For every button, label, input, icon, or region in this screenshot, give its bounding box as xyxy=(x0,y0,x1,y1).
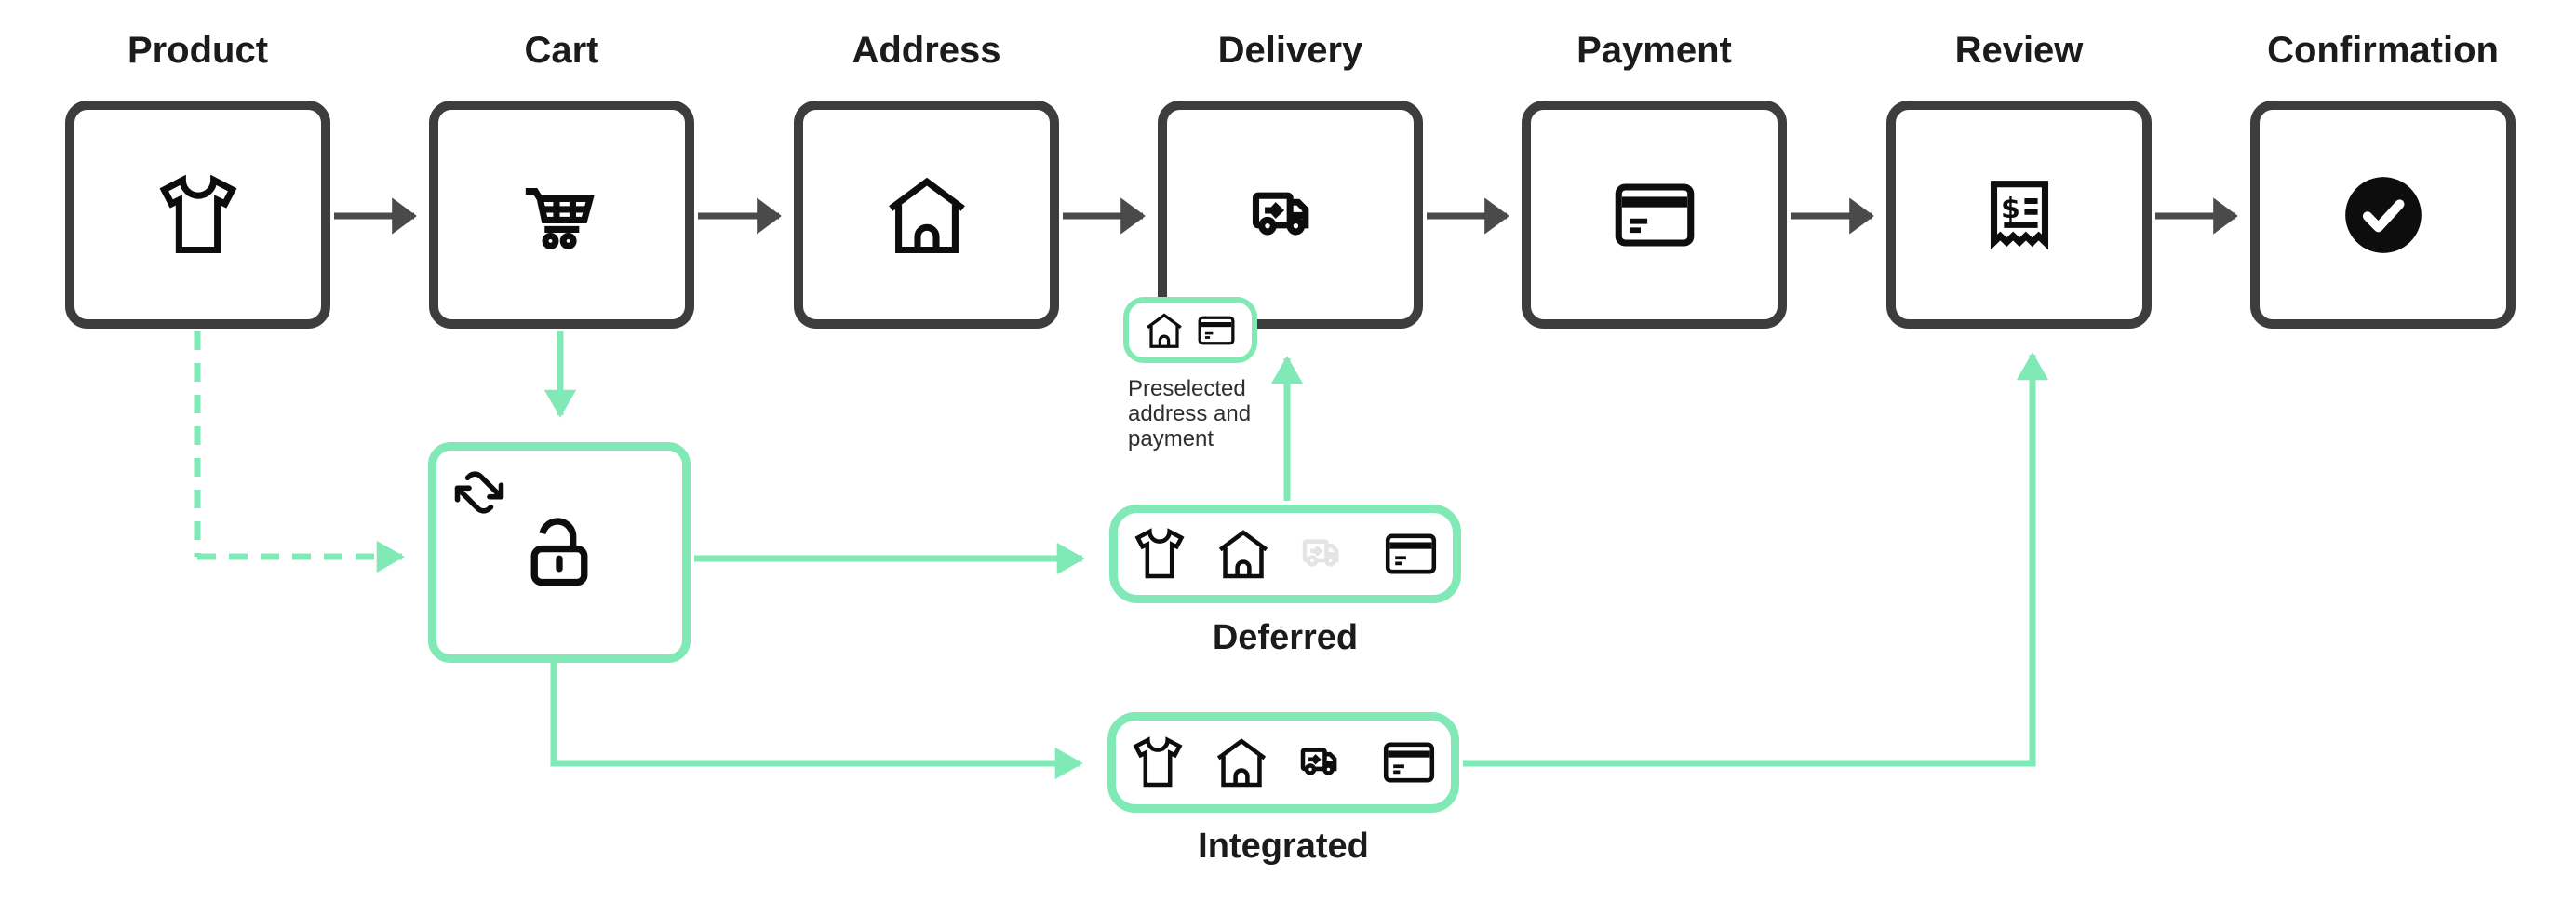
step-box-confirmation xyxy=(2250,101,2516,329)
deferred-flow-label: Deferred xyxy=(1212,618,1359,657)
house-icon xyxy=(1212,733,1271,792)
check-icon xyxy=(2337,168,2430,262)
arrow-hub-to-integrated xyxy=(550,661,1083,780)
step-label-address: Address xyxy=(852,30,1001,71)
sync-icon xyxy=(450,464,508,521)
step-label-confirmation: Confirmation xyxy=(2267,30,2499,71)
step-label-cart: Cart xyxy=(524,30,599,71)
preselected-caption: Preselected address and payment xyxy=(1128,376,1252,452)
tshirt-icon xyxy=(152,168,245,262)
truck-icon xyxy=(1297,524,1357,584)
step-box-payment xyxy=(1522,101,1787,329)
integrated-flow-label: Integrated xyxy=(1198,827,1369,866)
card-icon xyxy=(1381,524,1441,584)
integrated-flow-box xyxy=(1107,712,1459,813)
tshirt-icon xyxy=(1130,524,1189,584)
truck-icon xyxy=(1244,168,1337,262)
tshirt-icon xyxy=(1128,733,1187,792)
step-label-payment: Payment xyxy=(1576,30,1732,71)
arrow-integrated-to-review xyxy=(1463,352,2049,767)
receipt-icon: $ xyxy=(1973,168,2066,262)
card-icon xyxy=(1608,168,1701,262)
card-icon xyxy=(1379,733,1439,792)
house-icon xyxy=(1214,524,1273,584)
card-icon xyxy=(1195,309,1238,352)
cart-icon xyxy=(516,168,609,262)
truck-icon xyxy=(1295,733,1355,792)
house-icon xyxy=(1143,309,1186,352)
step-box-review: $ xyxy=(1886,101,2152,329)
checkout-hub-box xyxy=(428,442,691,663)
unlock-icon xyxy=(518,512,600,594)
step-label-delivery: Delivery xyxy=(1217,30,1363,71)
step-label-review: Review xyxy=(1954,30,2084,71)
preselected-badge xyxy=(1123,297,1257,363)
step-box-delivery xyxy=(1158,101,1423,329)
step-box-address xyxy=(794,101,1059,329)
deferred-flow-box xyxy=(1109,505,1461,603)
svg-text:$: $ xyxy=(2001,192,2020,224)
house-icon xyxy=(880,168,973,262)
step-box-cart xyxy=(429,101,694,329)
step-box-product xyxy=(65,101,330,329)
step-label-product: Product xyxy=(127,30,269,71)
